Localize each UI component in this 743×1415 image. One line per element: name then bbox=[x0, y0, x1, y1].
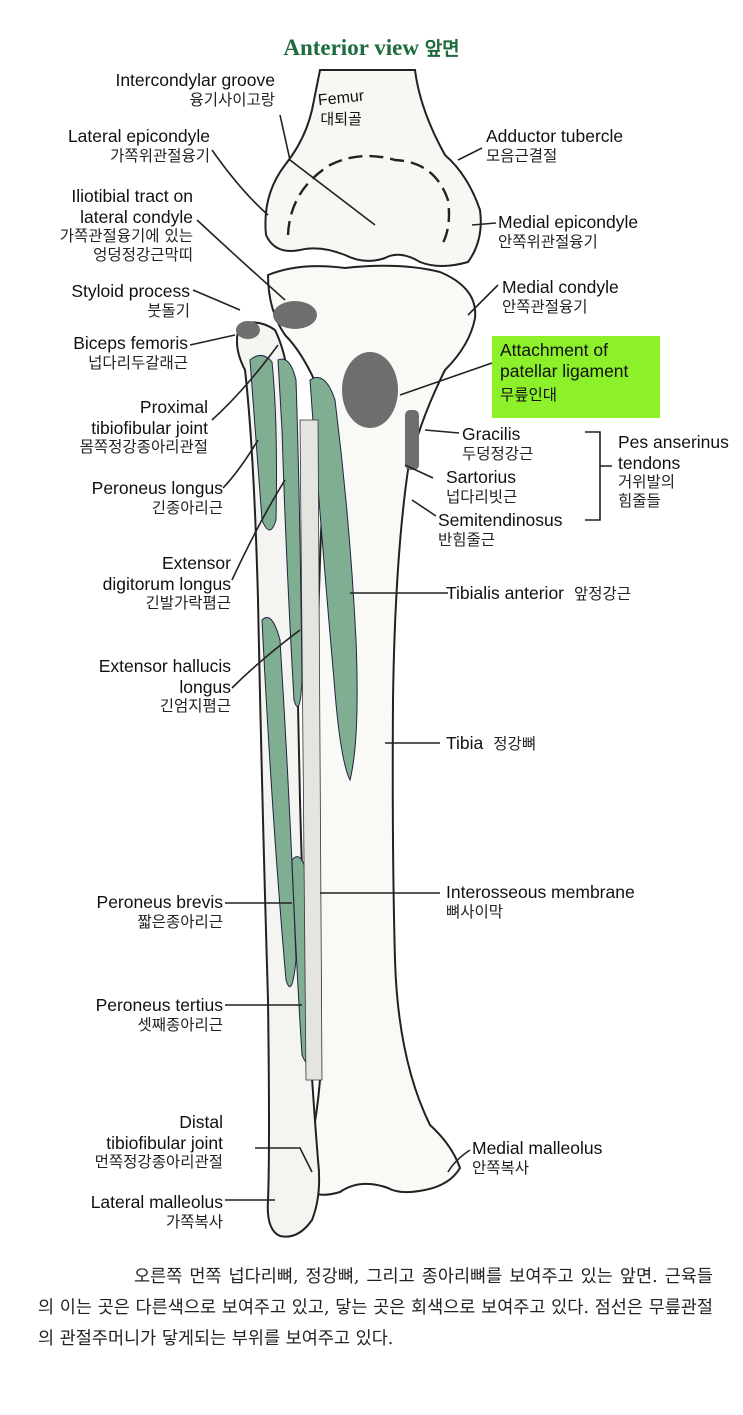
title-korean: 앞면 bbox=[424, 38, 460, 60]
label-gracilis: Gracilis 두덩정강근 bbox=[462, 424, 534, 463]
label-adductor-tubercle: Adductor tubercle 모음근결절 bbox=[486, 126, 624, 165]
label-proximal-tibiofibular-joint: Proximal tibiofibular joint 몸쪽정강종아리관절 bbox=[79, 397, 208, 457]
label-patellar-ligament-highlight: Attachment of patellar ligament 무릎인대 bbox=[492, 336, 660, 418]
label-distal-tibiofibular-joint: Distal tibiofibular joint 먼쪽정강종아리관절 bbox=[94, 1112, 223, 1172]
figure-title: Anterior view 앞면 bbox=[0, 34, 743, 61]
joint-capsule-dashed bbox=[286, 154, 451, 249]
label-semitendinosus: Semitendinosus 반힘줄근 bbox=[438, 510, 563, 549]
label-extensor-digitorum-longus: Extensor digitorum longus 긴발가락폄근 bbox=[102, 553, 231, 613]
label-sartorius: Sartorius 넙다리빗근 bbox=[446, 467, 518, 506]
peroneus-brevis-origin bbox=[261, 617, 297, 988]
label-peroneus-brevis: Peroneus brevis 짧은종아리근 bbox=[96, 892, 223, 931]
patellar-ligament-insertion bbox=[342, 352, 398, 428]
label-styloid-process: Styloid process 붓돌기 bbox=[71, 281, 190, 320]
label-extensor-hallucis-longus: Extensor hallucis longus 긴엄지폄근 bbox=[98, 656, 231, 716]
label-interosseous-membrane: Interosseous membrane 뼈사이막 bbox=[446, 882, 635, 921]
label-medial-epicondyle: Medial epicondyle 안쪽위관절융기 bbox=[498, 212, 639, 251]
label-peroneus-longus: Peroneus longus 긴종아리근 bbox=[91, 478, 223, 517]
pes-anserinus-insertion bbox=[405, 410, 419, 470]
title-english: Anterior view bbox=[283, 35, 419, 60]
tibialis-anterior-origin bbox=[309, 377, 358, 782]
label-medial-malleolus: Medial malleolus 안쪽복사 bbox=[472, 1138, 603, 1177]
iliotibial-tract-insertion bbox=[273, 301, 317, 329]
label-intercondylar-groove: Intercondylar groove 융기사이고랑 bbox=[115, 70, 275, 109]
biceps-femoris-insertion bbox=[236, 321, 260, 339]
label-lateral-epicondyle: Lateral epicondyle 가쪽위관절융기 bbox=[67, 126, 210, 165]
label-peroneus-tertius: Peroneus tertius 셋째종아리근 bbox=[95, 995, 223, 1034]
interosseous-membrane bbox=[299, 419, 323, 1081]
label-pes-anserinus-tendons: Pes anserinus tendons 거위발의 힘줄들 bbox=[618, 432, 729, 510]
label-medial-condyle: Medial condyle 안쪽관절융기 bbox=[502, 277, 619, 316]
femur-bone bbox=[264, 69, 482, 267]
figure-caption: 오른쪽 먼쪽 넙다리뼈, 정강뼈, 그리고 종아리뼈를 보여주고 있는 앞면. … bbox=[38, 1267, 713, 1349]
label-lateral-malleolus: Lateral malleolus 가쪽복사 bbox=[90, 1192, 223, 1231]
peroneus-longus-origin bbox=[249, 355, 277, 531]
label-iliotibial-tract: Iliotibial tract on lateral condyle 가쪽관절… bbox=[59, 186, 193, 264]
label-biceps-femoris: Biceps femoris 넙다리두갈래근 bbox=[73, 333, 188, 372]
leader-lines bbox=[189, 114, 612, 1201]
